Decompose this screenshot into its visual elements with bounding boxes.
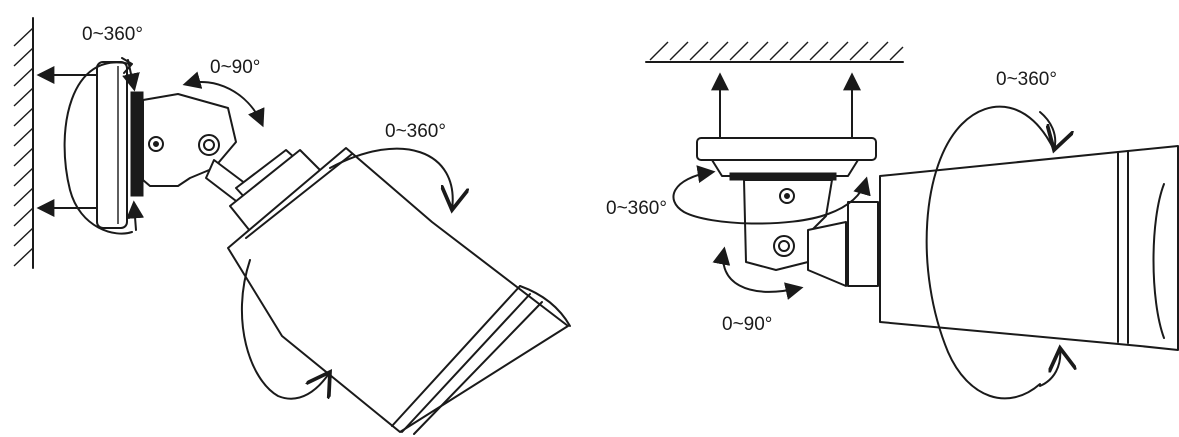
ceiling-bracket-neck	[807, 221, 847, 287]
wall-camera-rotation-label: 0~360°	[385, 121, 446, 142]
ceiling-surface	[645, 41, 904, 63]
wall-bracket-tilt-label: 0~90°	[210, 57, 260, 78]
ceiling-camera-rotation-label: 0~360°	[996, 69, 1057, 90]
ceiling-mount-view: 0~360° 0~360° 0~90°	[606, 41, 1179, 400]
ceiling-tilt-arrow	[712, 246, 804, 300]
wall-surface	[13, 17, 34, 269]
wall-camera	[227, 147, 571, 435]
wall-mount-view: 0~360° 0~90° 0~360°	[13, 17, 571, 435]
wall-base-rotation-arrow	[63, 61, 133, 235]
ceiling-base-rotation-label: 0~360°	[606, 198, 667, 219]
ceiling-camera	[879, 145, 1179, 351]
wall-base-rotation-label: 0~360°	[82, 24, 143, 45]
ceiling-base-plate	[696, 137, 877, 161]
ceiling-camera-rotation-arrow	[925, 105, 1055, 400]
ceiling-base-rotation-arrow	[672, 165, 871, 225]
ceiling-gasket	[729, 172, 837, 181]
wall-camera-rotation-arrow	[329, 147, 453, 210]
ceiling-bracket-tilt-label: 0~90°	[722, 314, 772, 335]
wall-base-plate	[96, 61, 128, 229]
wall-gasket	[130, 91, 144, 197]
wall-tilt-arrow	[182, 71, 265, 128]
